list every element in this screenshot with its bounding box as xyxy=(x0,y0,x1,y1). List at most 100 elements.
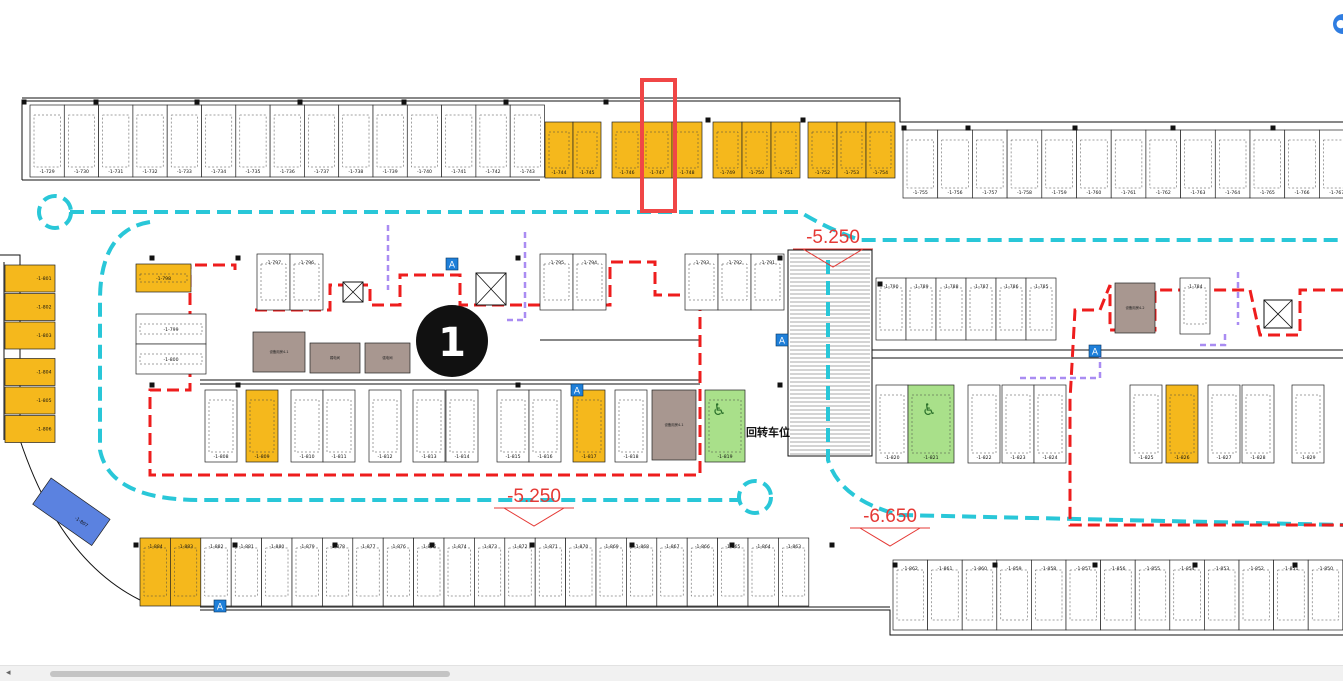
parking-spot[interactable]: -1-766 xyxy=(1284,129,1320,199)
parking-spot[interactable]: -1-874 xyxy=(443,537,475,607)
parking-spot-box[interactable] xyxy=(750,253,785,311)
parking-spot-box[interactable] xyxy=(905,277,937,341)
parking-spot[interactable]: -1-821 xyxy=(907,384,955,464)
parking-spot-box[interactable] xyxy=(1273,559,1309,631)
parking-spot[interactable]: -1-744 xyxy=(544,121,574,179)
parking-spot[interactable]: -1-868 xyxy=(626,537,658,607)
parking-spot[interactable]: -1-873 xyxy=(474,537,506,607)
parking-spot-box[interactable] xyxy=(1025,277,1057,341)
parking-spot[interactable]: -1-736 xyxy=(269,104,305,178)
parking-spot-box[interactable] xyxy=(996,559,1032,631)
parking-spot-box[interactable] xyxy=(1179,277,1211,335)
parking-spot-box[interactable] xyxy=(1001,384,1035,464)
parking-spot-box[interactable] xyxy=(611,121,643,179)
parking-spot-box[interactable] xyxy=(98,104,134,178)
parking-spot-box[interactable] xyxy=(1291,384,1325,464)
parking-spot-box[interactable] xyxy=(4,321,56,350)
parking-spot[interactable]: -1-810 xyxy=(290,389,324,463)
parking-spot[interactable]: -1-745 xyxy=(572,121,602,179)
parking-spot-box[interactable] xyxy=(289,253,324,311)
parking-spot-box[interactable] xyxy=(935,277,967,341)
parking-spot-box[interactable] xyxy=(445,389,479,463)
parking-spot[interactable]: -1-865 xyxy=(717,537,749,607)
parking-spot-box[interactable] xyxy=(4,293,56,321)
parking-spot-box[interactable] xyxy=(4,264,56,293)
parking-spot-box[interactable] xyxy=(63,104,99,178)
parking-spot[interactable]: -1-742 xyxy=(475,104,511,178)
parking-spot-box[interactable] xyxy=(135,263,192,293)
parking-spot[interactable]: -1-798 xyxy=(135,263,192,293)
parking-spot[interactable]: -1-734 xyxy=(201,104,237,178)
parking-spot-box[interactable] xyxy=(496,389,530,463)
parking-spot[interactable]: -1-759 xyxy=(1041,129,1077,199)
parking-spot[interactable]: -1-820 xyxy=(875,384,909,464)
parking-spot[interactable]: -1-871 xyxy=(534,537,566,607)
parking-spot[interactable]: -1-791 xyxy=(750,253,785,311)
parking-spot[interactable]: -1-790 xyxy=(875,277,907,341)
parking-spot[interactable]: -1-763 xyxy=(1180,129,1216,199)
parking-spot[interactable]: -1-867 xyxy=(656,537,688,607)
parking-spot[interactable]: -1-760 xyxy=(1076,129,1112,199)
parking-spot-box[interactable] xyxy=(1238,559,1274,631)
parking-spot[interactable]: -1-738 xyxy=(338,104,374,178)
parking-spot[interactable]: -1-824 xyxy=(1033,384,1067,464)
parking-spot[interactable]: -1-853 xyxy=(1204,559,1240,631)
parking-spots[interactable]: -1-729-1-730-1-731-1-732-1-733-1-734-1-7… xyxy=(4,104,1343,631)
parking-spot[interactable]: -1-861 xyxy=(927,559,963,631)
parking-spot[interactable]: -1-767 xyxy=(1319,129,1343,199)
scroll-left-icon[interactable]: ◂ xyxy=(6,668,11,678)
parking-spot[interactable]: -1-883 xyxy=(170,537,202,607)
parking-spot[interactable]: -1-825 xyxy=(1129,384,1163,464)
parking-spot[interactable]: -1-826 xyxy=(1165,384,1199,464)
parking-spot[interactable]: -1-876 xyxy=(382,537,414,607)
parking-spot-box[interactable] xyxy=(712,121,743,179)
parking-spot-box[interactable] xyxy=(572,389,606,463)
parking-spot-box[interactable] xyxy=(967,384,1001,464)
parking-spot[interactable]: -1-756 xyxy=(937,129,973,199)
parking-spot-box[interactable] xyxy=(166,104,202,178)
parking-spot[interactable]: -1-733 xyxy=(166,104,202,178)
parking-spot[interactable]: -1-863 xyxy=(778,537,810,607)
parking-spot[interactable]: -1-882 xyxy=(200,537,232,607)
parking-spot-box[interactable] xyxy=(413,537,445,607)
parking-spot[interactable]: -1-752 xyxy=(807,121,838,179)
parking-floor-plan[interactable]: -1-729-1-730-1-731-1-732-1-733-1-734-1-7… xyxy=(0,0,1343,665)
parking-spot[interactable]: -1-875 xyxy=(413,537,445,607)
parking-spot-box[interactable] xyxy=(1165,384,1199,464)
parking-spot[interactable]: -1-795 xyxy=(539,253,574,311)
parking-spot[interactable]: -1-866 xyxy=(686,537,718,607)
parking-spot[interactable]: -1-880 xyxy=(261,537,293,607)
parking-spot-box[interactable] xyxy=(338,104,374,178)
parking-spot-box[interactable] xyxy=(875,384,909,464)
parking-spot-box[interactable] xyxy=(626,537,658,607)
parking-spot[interactable]: -1-741 xyxy=(441,104,477,178)
parking-spot[interactable]: -1-881 xyxy=(230,537,262,607)
parking-spot-box[interactable] xyxy=(1033,384,1067,464)
selected-spot-highlight[interactable] xyxy=(640,78,677,213)
parking-spot-box[interactable] xyxy=(29,104,65,178)
parking-spot[interactable]: -1-785 xyxy=(1025,277,1057,341)
parking-spot[interactable]: -1-878 xyxy=(322,537,354,607)
parking-spot[interactable]: -1-819 xyxy=(704,389,746,463)
parking-spot[interactable]: -1-794 xyxy=(572,253,607,311)
parking-spot[interactable]: -1-737 xyxy=(304,104,340,178)
parking-spot[interactable]: -1-852 xyxy=(1238,559,1274,631)
parking-spot-box[interactable] xyxy=(902,129,939,199)
parking-spot[interactable]: -1-746 xyxy=(611,121,643,179)
parking-spot-box[interactable] xyxy=(686,537,718,607)
parking-spot-box[interactable] xyxy=(4,386,56,415)
parking-spot-box[interactable] xyxy=(4,358,56,386)
parking-spot[interactable]: -1-854 xyxy=(1169,559,1205,631)
parking-spot-box[interactable] xyxy=(1031,559,1067,631)
parking-spot-box[interactable] xyxy=(290,389,324,463)
parking-spot[interactable]: -1-859 xyxy=(996,559,1032,631)
parking-spot-box[interactable] xyxy=(245,389,279,463)
parking-spot-box[interactable] xyxy=(230,537,262,607)
parking-spot-box[interactable] xyxy=(1180,129,1216,199)
parking-spot-box[interactable] xyxy=(1241,384,1275,464)
parking-spot-box[interactable] xyxy=(406,104,442,178)
parking-spot[interactable]: -1-806 xyxy=(4,415,56,443)
parking-spot-box[interactable] xyxy=(528,389,562,463)
parking-spot[interactable]: -1-784 xyxy=(1179,277,1211,335)
parking-spot[interactable]: -1-879 xyxy=(291,537,323,607)
